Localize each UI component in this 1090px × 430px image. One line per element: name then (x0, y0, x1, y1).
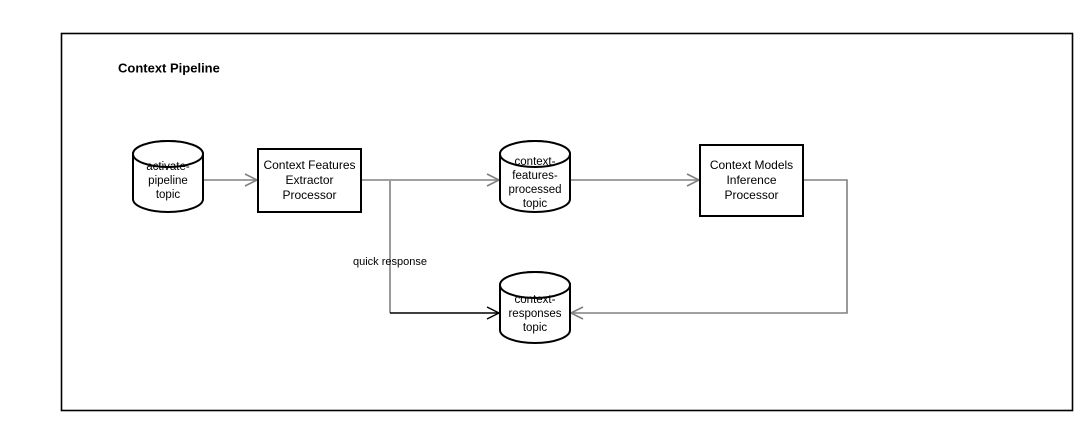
node-context-models-inference-processor[interactable]: Context Models Inference Processor (699, 144, 804, 217)
store-label-line-3: topic (156, 189, 181, 201)
node-context-features-extractor-processor[interactable]: Context Features Extractor Processor (257, 148, 362, 213)
node-activate-pipeline-topic[interactable]: activate- pipeline topic (132, 140, 204, 213)
store-label-line-3: processed (508, 184, 561, 196)
pipeline-container-frame (60, 32, 1074, 412)
node-label-line-1: Context Features (263, 158, 355, 172)
store-label-line-2: responses (508, 308, 561, 320)
store-label-line-1: context- (515, 294, 556, 306)
node-context-responses-topic[interactable]: context- responses topic (499, 271, 571, 344)
node-label-line-2: Extractor (285, 173, 333, 187)
node-label-line-2: Inference (726, 173, 776, 187)
node-context-features-processed-topic[interactable]: context- features- processed topic (499, 140, 571, 213)
store-label-line-1: context- (515, 156, 556, 168)
store-label-line-4: topic (523, 198, 548, 210)
store-label-line-3: topic (523, 322, 548, 334)
store-label-line-2: pipeline (148, 175, 188, 187)
store-label-line-2: features- (512, 170, 558, 182)
node-label-line-3: Processor (282, 188, 336, 202)
node-label-line-1: Context Models (710, 158, 793, 172)
edge-label-quick-response: quick response (353, 256, 427, 268)
node-label-line-3: Processor (724, 188, 778, 202)
page-title: Context Pipeline (118, 60, 220, 75)
store-label-line-1: activate- (146, 161, 190, 173)
edge-quick-response: quick response (353, 181, 501, 320)
